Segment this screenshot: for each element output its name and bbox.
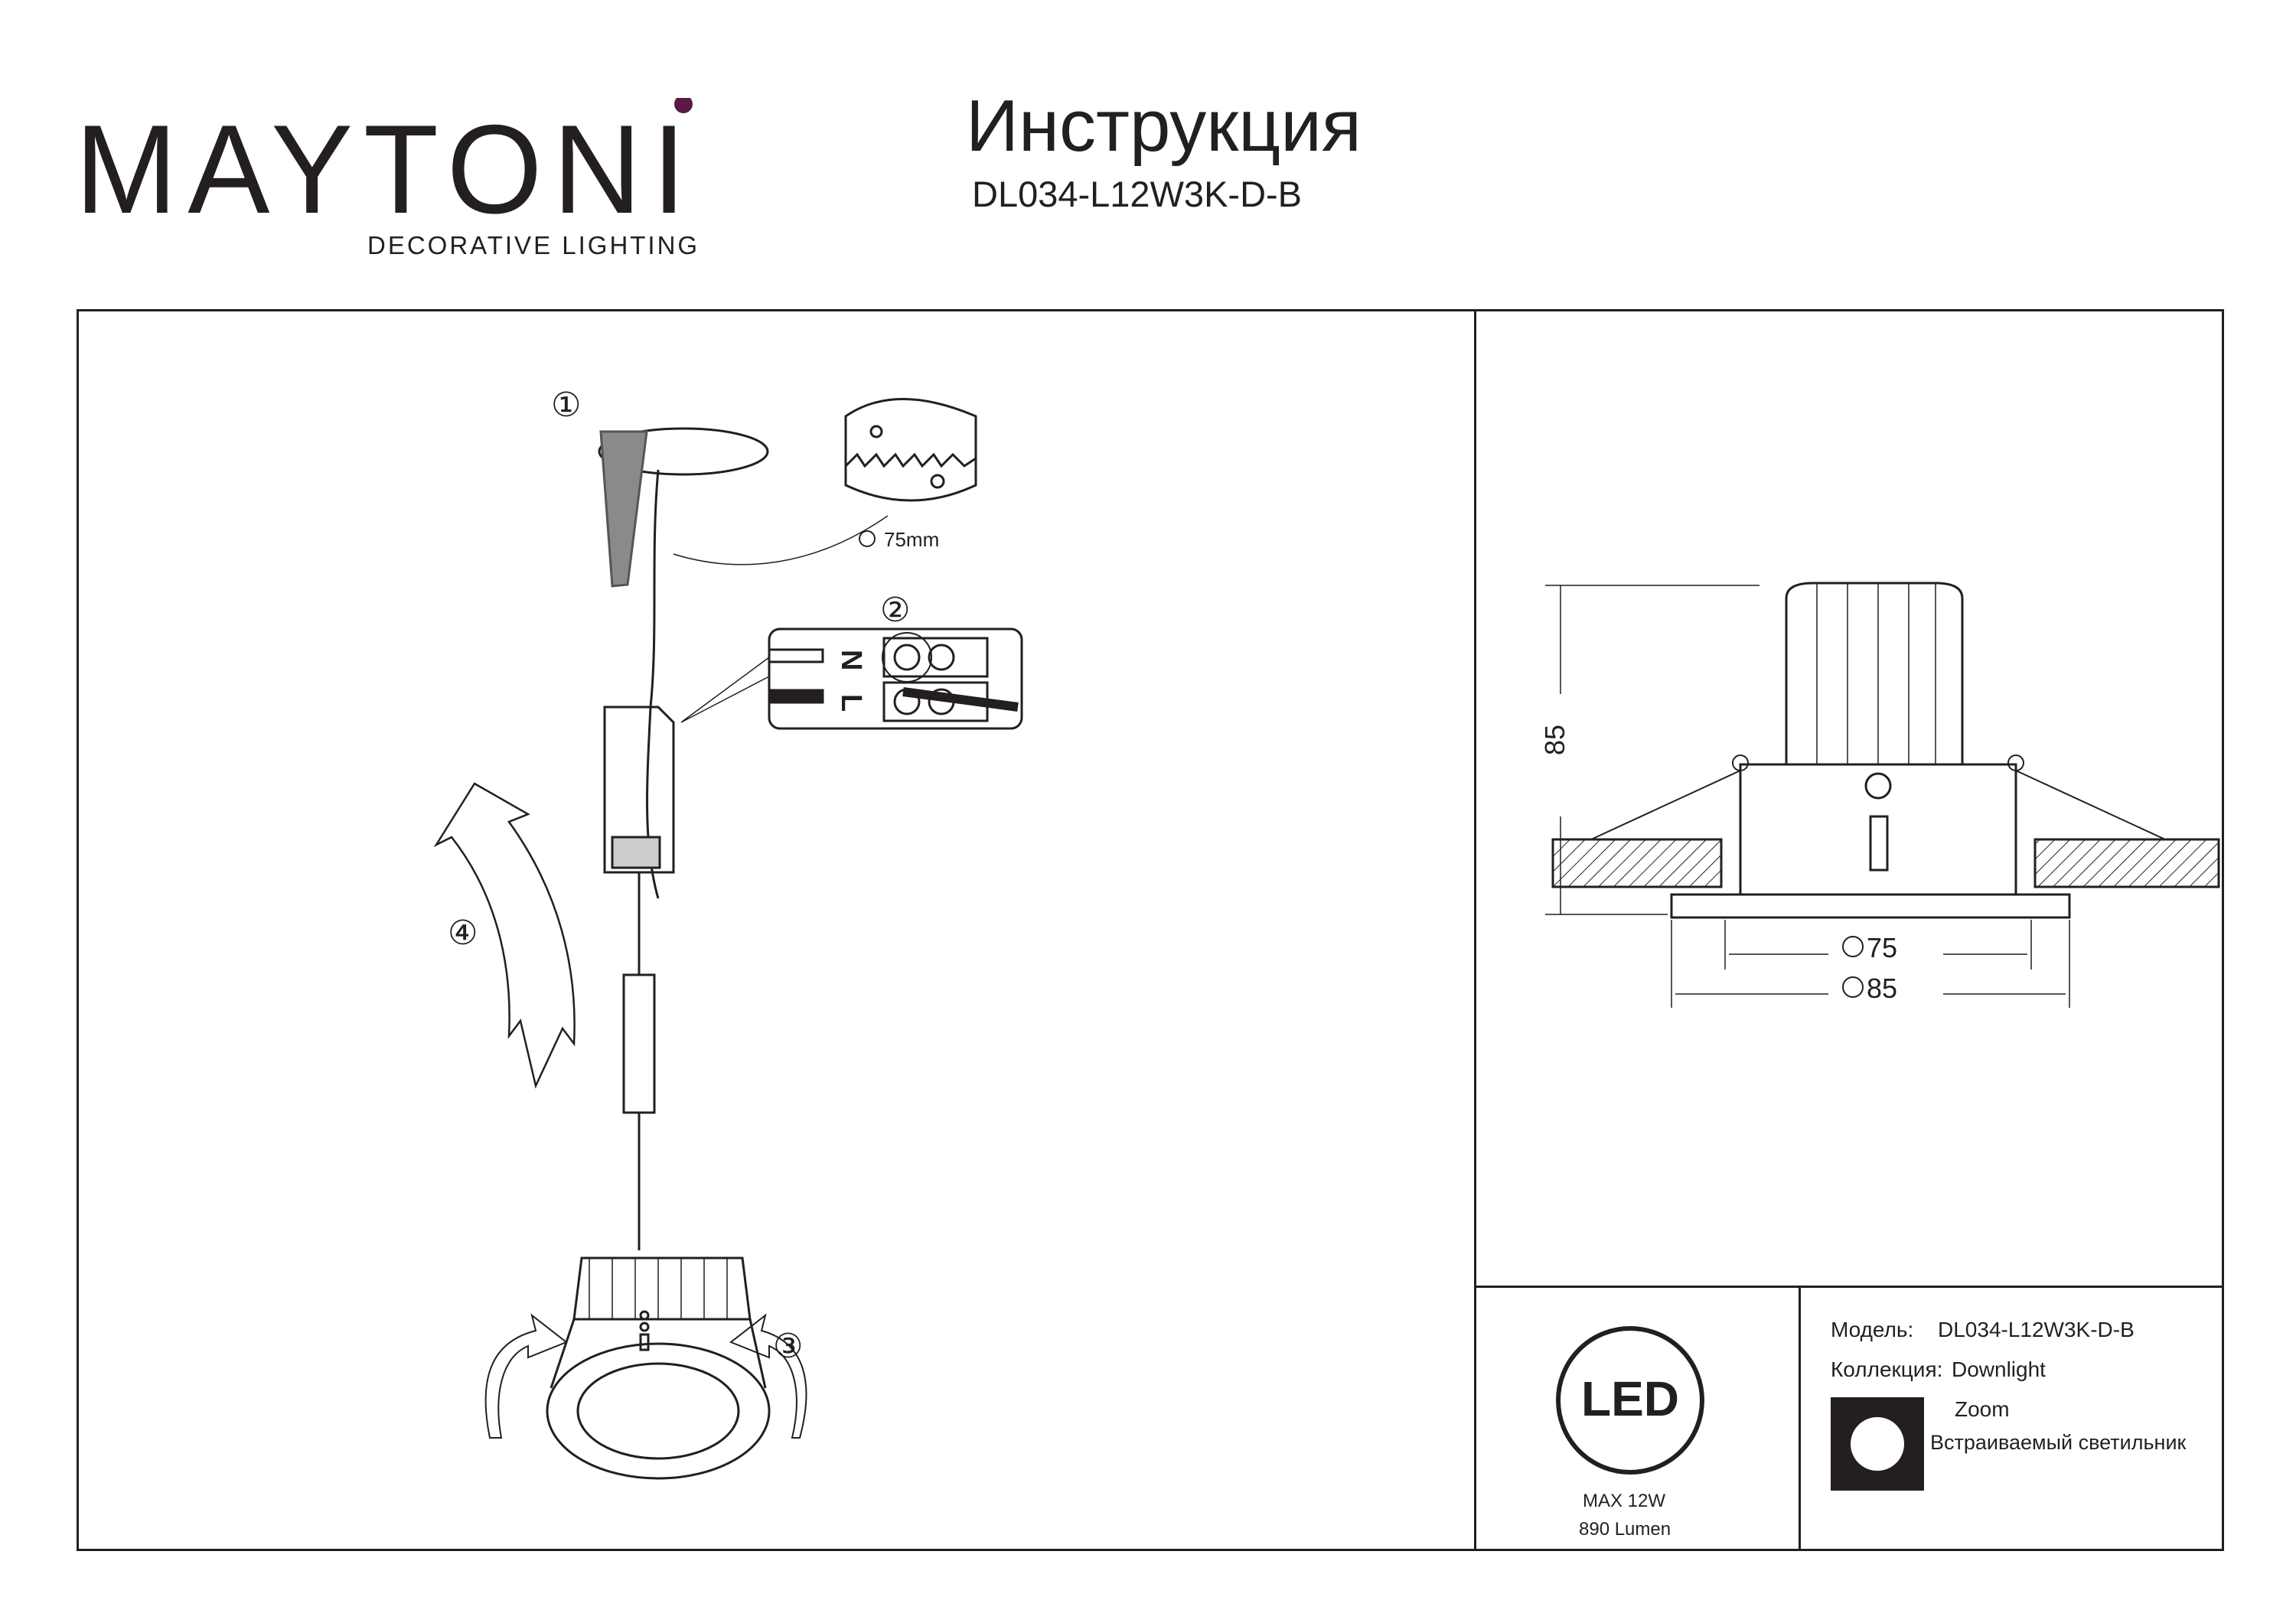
- page-title: Инструкция: [966, 85, 1362, 167]
- brand-dot-icon: [674, 98, 693, 113]
- spec-collection-label: Коллекция:: [1831, 1357, 1943, 1381]
- step-2-label: ②: [880, 592, 910, 629]
- installation-diagram: ① ② ③ ④ 75mm N L: [433, 386, 1023, 1480]
- saw-icon: [599, 430, 648, 588]
- spec-model-value: DL034-L12W3K-D-B: [1938, 1318, 2135, 1341]
- dimension-diagram: 85 75 85: [1539, 582, 2220, 1008]
- driver-box: [603, 706, 675, 874]
- divider-info: [1474, 1286, 2224, 1288]
- product-dot-icon: [1851, 1417, 1904, 1471]
- led-badge: LED: [1556, 1326, 1704, 1475]
- diameter-75-line: [1724, 920, 2032, 970]
- diameter-icon: [859, 530, 876, 547]
- leader-saw: [673, 515, 889, 565]
- brand-name: MAYTONI: [75, 99, 696, 228]
- brand-tagline: DECORATIVE LIGHTING: [367, 231, 700, 259]
- spec-type: Встраиваемый светильник: [1930, 1431, 2187, 1454]
- diameter-75-icon: [1842, 936, 1864, 957]
- badge-power: MAX 12W: [1583, 1491, 1666, 1511]
- cable-top: [646, 469, 660, 899]
- ceiling-hole: [598, 427, 769, 476]
- page-model-code: DL034-L12W3K-D-B: [972, 174, 1303, 214]
- height-dimension-line: [1545, 585, 1760, 915]
- leader-terminal: [680, 657, 770, 723]
- step-3-label: ③: [773, 1328, 803, 1365]
- connector: [622, 973, 656, 1114]
- twist-arrow-left-icon: [484, 1313, 568, 1439]
- cutout-diameter-label: 75: [1867, 932, 1897, 963]
- badge-lumen: 890 Lumen: [1579, 1519, 1671, 1540]
- terminal-screws: [882, 632, 989, 722]
- ceiling-section: [1551, 838, 2220, 888]
- spec-collection-sub: Zoom: [1955, 1397, 2010, 1421]
- step-1-label: ①: [551, 386, 581, 424]
- driver-clip: [611, 836, 661, 869]
- hole-saw-icon: [844, 398, 977, 502]
- terminal-block: [768, 627, 1023, 730]
- fixture-icon: [546, 1256, 771, 1480]
- twist-arrow-right-icon: [729, 1313, 807, 1439]
- divider-main: [1474, 309, 1476, 1551]
- divider-badge: [1799, 1286, 1801, 1551]
- content-frame: [77, 309, 2224, 1551]
- diameter-85-icon: [1842, 976, 1864, 998]
- brand-logo: MAYTONI: [75, 98, 696, 228]
- spec-model-label: Модель:: [1831, 1318, 1914, 1341]
- product-icon: [1831, 1397, 1924, 1491]
- led-logo: LED: [1581, 1371, 1679, 1426]
- diameter-85-line: [1671, 920, 2070, 1008]
- fixture-profile: [1590, 582, 2166, 919]
- hole-size-label: 75mm: [884, 528, 939, 551]
- terminal-l-label: L: [835, 694, 867, 712]
- rotate-arrow-icon: [433, 782, 576, 1089]
- step-4-label: ④: [448, 914, 478, 952]
- terminal-n-label: N: [835, 650, 867, 670]
- outer-diameter-label: 85: [1867, 973, 1897, 1004]
- height-label: 85: [1539, 725, 1570, 755]
- spec-collection-value: Downlight: [1952, 1357, 2046, 1381]
